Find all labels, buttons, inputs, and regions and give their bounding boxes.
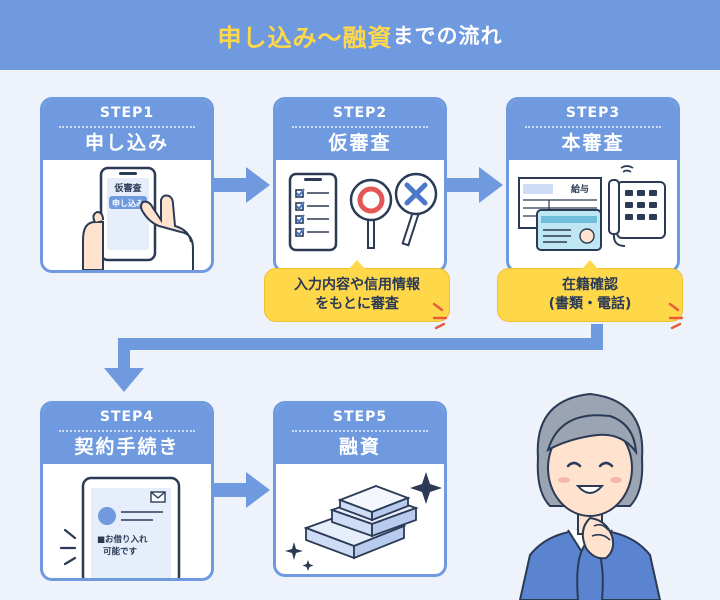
approval-message-line2: 可能です	[103, 546, 138, 557]
step-illustration: 仮審査 申し込み	[43, 160, 211, 270]
step-card-1: STEP1 申し込み 仮審査 申し込み	[40, 97, 214, 273]
hand-smartphone-icon: 仮審査 申し込み	[82, 166, 194, 270]
verification-illustration: 給与	[518, 165, 666, 251]
flow-connector-arrow	[104, 324, 603, 392]
step-card-header: STEP1 申し込み	[43, 100, 211, 160]
step-label: STEP4	[99, 409, 155, 425]
step2-note-bubble: 入力内容や信用情報 をもとに審査	[264, 260, 450, 322]
step-card-4: STEP4 契約手続き ■お借り入れ 可能です	[40, 401, 214, 581]
approval-message-line1: ■お借り入れ	[97, 534, 148, 545]
arrow-right-icon	[214, 472, 270, 508]
dotted-divider	[525, 126, 661, 128]
step-card-header: STEP2 仮審査	[276, 100, 444, 160]
approval-phone-icon: ■お借り入れ 可能です	[59, 476, 181, 578]
step-title: 融資	[338, 436, 381, 458]
cross-sign-icon	[394, 172, 438, 247]
smiling-woman-illustration	[518, 392, 662, 600]
header-title-rest: までの流れ	[392, 24, 503, 48]
step-illustration	[276, 464, 444, 574]
bubble-line: 入力内容や信用情報	[294, 277, 420, 294]
emphasis-lines-icon	[59, 528, 77, 566]
bubble-line: (書類・電話)	[548, 296, 632, 312]
bubble-line: をもとに審査	[315, 296, 399, 312]
emphasis-lines-icon	[432, 302, 448, 330]
phone-apply-button: 申し込み	[112, 198, 144, 208]
step-title: 本審査	[561, 132, 625, 154]
step-card-3: STEP3 本審査 給与	[506, 97, 680, 273]
desk-telephone-icon	[608, 165, 666, 247]
step3-note-bubble: 在籍確認 (書類・電話)	[497, 260, 683, 322]
bubble-line: 在籍確認	[562, 277, 618, 294]
review-illustration	[288, 172, 438, 252]
id-card-icon	[536, 209, 602, 251]
page-header: 申し込み〜融資 までの流れ	[0, 0, 720, 70]
step-title: 仮審査	[328, 132, 392, 154]
dotted-divider	[59, 126, 195, 128]
step-card-header: STEP5 融資	[276, 404, 444, 464]
payslip-title: 給与	[571, 183, 589, 195]
step-card-2: STEP2 仮審査	[273, 97, 447, 273]
dotted-divider	[59, 430, 195, 432]
step-title: 申し込み	[84, 132, 169, 154]
step-card-header: STEP4 契約手続き	[43, 404, 211, 464]
step-label: STEP2	[332, 105, 388, 121]
sparkle-icon	[410, 472, 442, 504]
circle-sign-icon	[349, 178, 393, 249]
arrow-right-icon	[447, 167, 503, 203]
checklist-phone-icon	[288, 172, 338, 252]
cash-stacks-icon	[303, 485, 419, 560]
dotted-divider	[292, 126, 428, 128]
dotted-divider	[292, 430, 428, 432]
money-illustration	[285, 474, 439, 571]
step-card-header: STEP3 本審査	[509, 100, 677, 160]
step-label: STEP3	[565, 105, 621, 121]
step-label: STEP1	[99, 105, 155, 121]
phone-screen-title: 仮審査	[113, 182, 142, 194]
step-illustration	[276, 160, 444, 270]
step-card-5: STEP5 融資	[273, 401, 447, 577]
arrow-right-icon	[214, 167, 270, 203]
header-title-highlight: 申し込み〜融資	[217, 23, 393, 52]
step-title: 契約手続き	[74, 436, 180, 458]
step-label: STEP5	[332, 409, 388, 425]
step-illustration: ■お借り入れ 可能です	[43, 464, 211, 578]
step-illustration: 給与	[509, 160, 677, 270]
emphasis-lines-icon	[668, 302, 684, 330]
